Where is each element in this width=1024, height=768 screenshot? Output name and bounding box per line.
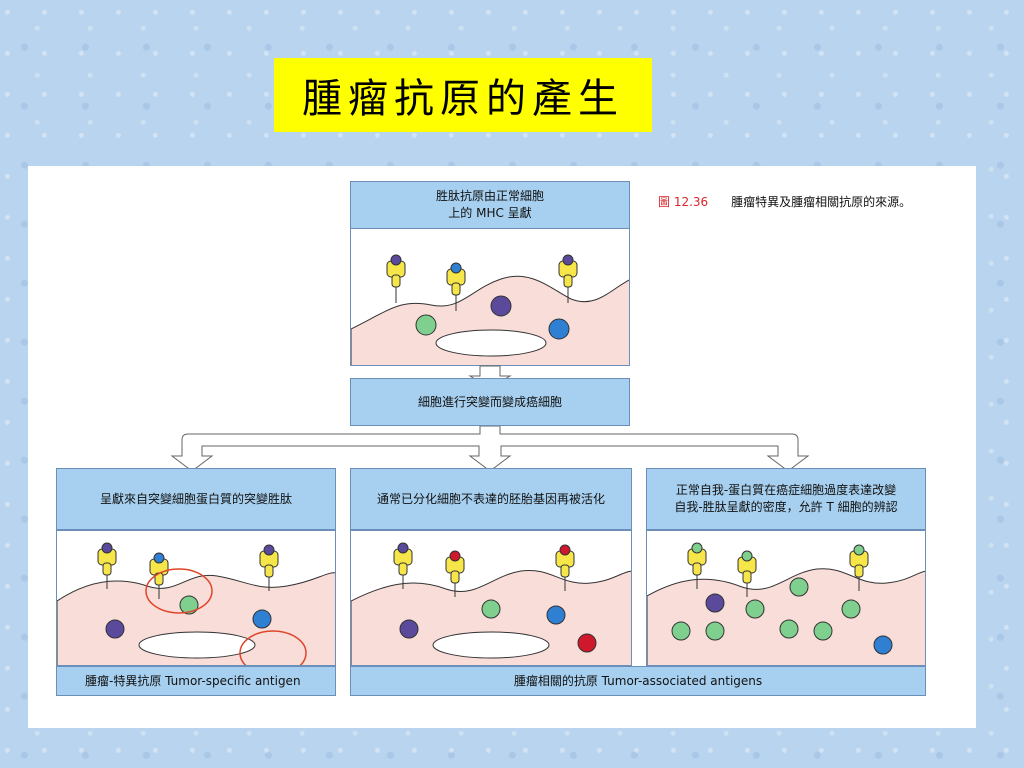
mhc-molecule — [849, 544, 869, 591]
top-box-line1: 胜肽抗原由正常細胞 — [435, 189, 544, 203]
top-cell-frame — [350, 228, 630, 366]
middle-box: 細胞進行突變而變成癌細胞 — [350, 378, 630, 426]
top-box-line2: 上的 MHC 呈獻 — [448, 206, 532, 220]
figure-panel: 胜肽抗原由正常細胞 上的 MHC 呈獻 — [28, 166, 976, 728]
mhc-molecule — [558, 254, 578, 303]
mhc-molecule — [446, 262, 466, 311]
embryonic-gene-cell — [351, 542, 631, 665]
protein-purple — [490, 295, 512, 317]
mhc-molecule — [259, 544, 279, 591]
normal-cell-illustration — [351, 254, 629, 365]
protein-red — [577, 633, 597, 653]
protein-blue — [546, 605, 566, 625]
tumor-specific-cell — [57, 542, 335, 665]
branch-box-1: 呈獻來自突變細胞蛋白質的突變胜肽 — [56, 468, 336, 530]
flow-arrows — [170, 365, 810, 472]
mhc-molecule — [555, 544, 575, 591]
protein-blue — [548, 318, 570, 340]
slide-title: 腫瘤抗原的產生 — [274, 58, 652, 132]
mhc-molecule — [386, 254, 406, 303]
mhc-molecule — [97, 542, 117, 589]
protein-purple — [105, 619, 125, 639]
mhc-molecule — [687, 542, 707, 589]
overexpression-cell — [647, 542, 925, 665]
branch-cell-3 — [646, 530, 926, 666]
branch-box-3: 正常自我-蛋白質在癌症細胞過度表達改變 自我-胜肽呈獻的密度，允許 T 細胞的辨… — [646, 468, 926, 530]
protein-purple — [399, 619, 419, 639]
figure-caption: 圖 12.36 腫瘤特異及腫瘤相關抗原的來源。 — [658, 192, 958, 212]
branch-box-3-line1: 正常自我-蛋白質在癌症細胞過度表達改變 — [675, 483, 897, 497]
tumor-associated-antigen-label: 腫瘤相關的抗原 Tumor-associated antigens — [350, 666, 926, 696]
mhc-molecule — [445, 550, 465, 597]
mhc-molecule — [737, 550, 757, 597]
branch-box-2: 通常已分化細胞不表達的胚胎基因再被活化 — [350, 468, 632, 530]
mhc-molecule — [393, 542, 413, 589]
protein-green — [415, 314, 437, 336]
branch-box-3-line2: 自我-胜肽呈獻的密度，允許 T 細胞的辨認 — [674, 500, 898, 514]
caption-label: 圖 12.36 — [658, 195, 709, 209]
protein-green — [481, 599, 501, 619]
branch-cell-1 — [56, 530, 336, 666]
branch-cell-2 — [350, 530, 632, 666]
caption-text: 腫瘤特異及腫瘤相關抗原的來源。 — [731, 195, 912, 209]
top-box-header: 胜肽抗原由正常細胞 上的 MHC 呈獻 — [350, 181, 630, 229]
protein-blue — [252, 609, 272, 629]
tumor-specific-antigen-label: 腫瘤-特異抗原 Tumor-specific antigen — [56, 666, 336, 696]
protein-green — [179, 595, 199, 615]
highlight-circle — [145, 568, 213, 614]
highlight-circle — [239, 630, 307, 665]
